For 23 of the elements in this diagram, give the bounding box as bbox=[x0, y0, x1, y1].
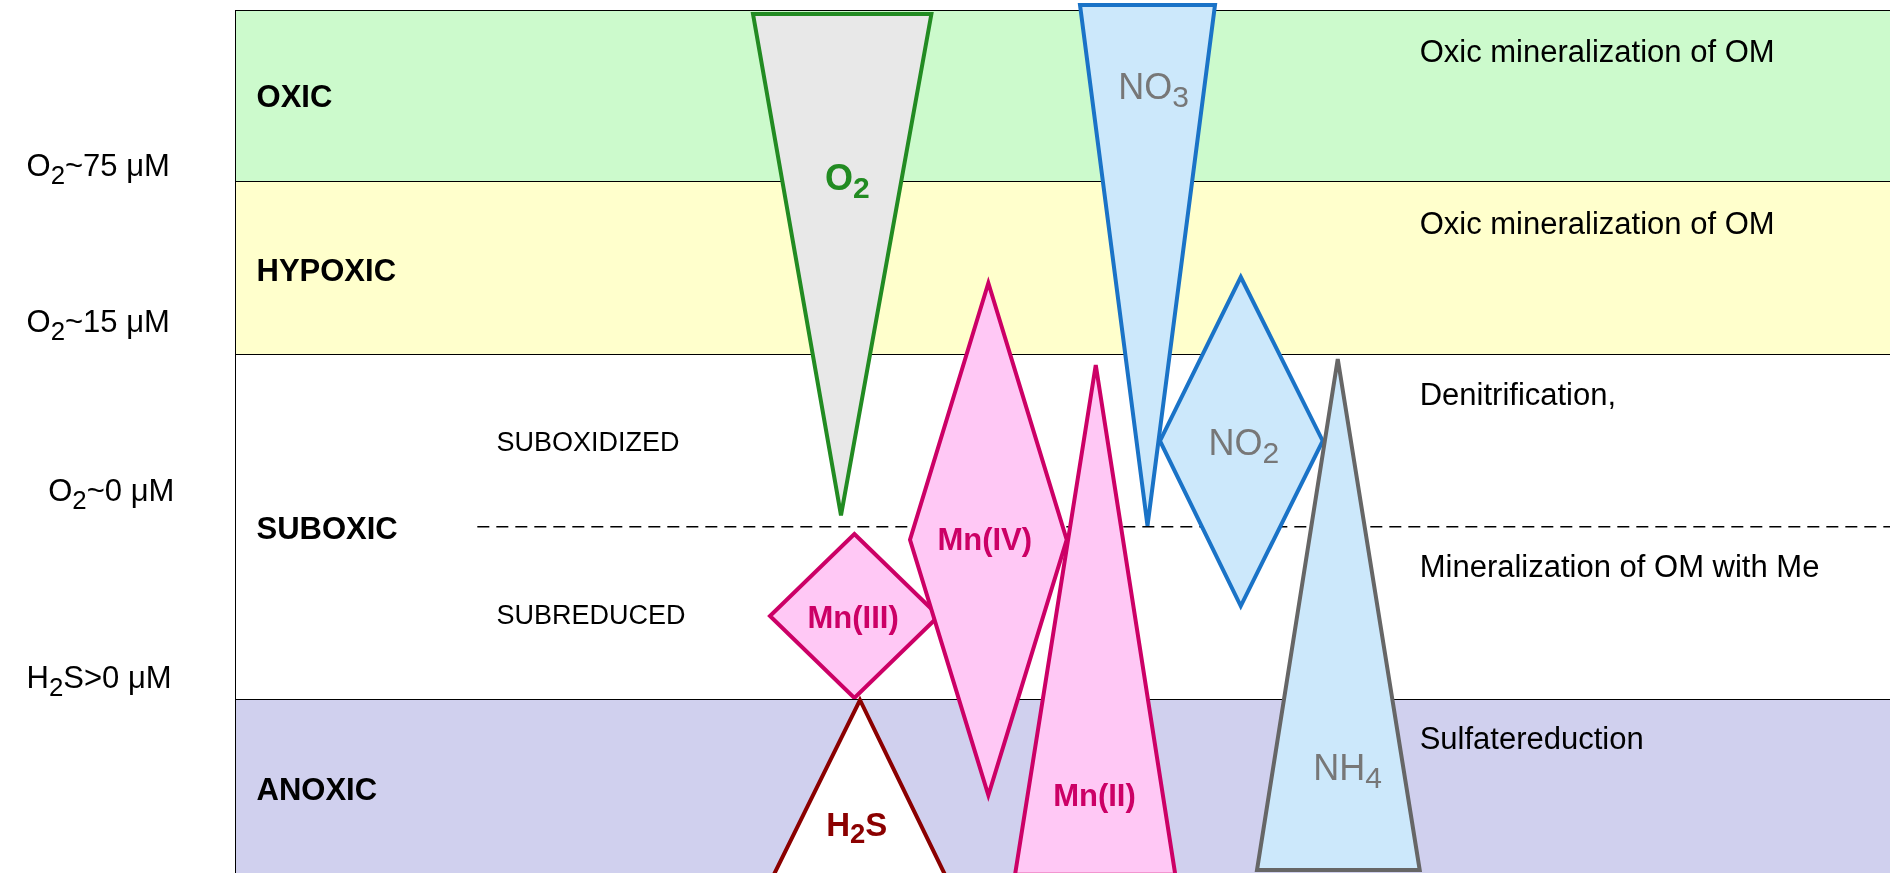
process-text: Oxic mineralization of OM bbox=[1419, 204, 1776, 243]
species-label: Mn(III) bbox=[807, 600, 899, 637]
process-text: Denitrification, bbox=[1419, 376, 1618, 415]
species-label: Mn(IV) bbox=[937, 522, 1033, 558]
annotation-text: O$_{2}$~0 μM bbox=[48, 473, 175, 515]
annotation-text: O$_{2}$~75 μM bbox=[26, 148, 170, 190]
annotation-text: O$_{2}$~15 μM bbox=[26, 304, 170, 347]
process-text: Oxic mineralization of OM bbox=[1419, 32, 1776, 71]
species-label: Mn(II) bbox=[1053, 777, 1136, 814]
zone-name: SUBOXIC bbox=[256, 510, 398, 547]
annotation-text: SUBOXIDIZED bbox=[496, 426, 680, 458]
zone-name: ANOXIC bbox=[256, 772, 378, 809]
annotation-text: SUBREDUCED bbox=[496, 599, 686, 631]
process-text: Mineralization of OM with Me bbox=[1419, 548, 1821, 587]
species-label: NH$_{4}$ bbox=[1313, 747, 1382, 796]
process-text: Sulfatereduction bbox=[1419, 719, 1645, 758]
species-label: O$_{2}$ bbox=[825, 156, 870, 205]
species-label: NO$_{2}$ bbox=[1208, 421, 1280, 471]
species-label: NO$_{3}$ bbox=[1118, 66, 1189, 115]
annotation-text: H$_{2}$S>0 μM bbox=[26, 660, 172, 702]
species-label: H$_{2}$S bbox=[826, 805, 888, 851]
zone-name: OXIC bbox=[256, 79, 333, 116]
zone-name: HYPOXIC bbox=[256, 253, 397, 289]
